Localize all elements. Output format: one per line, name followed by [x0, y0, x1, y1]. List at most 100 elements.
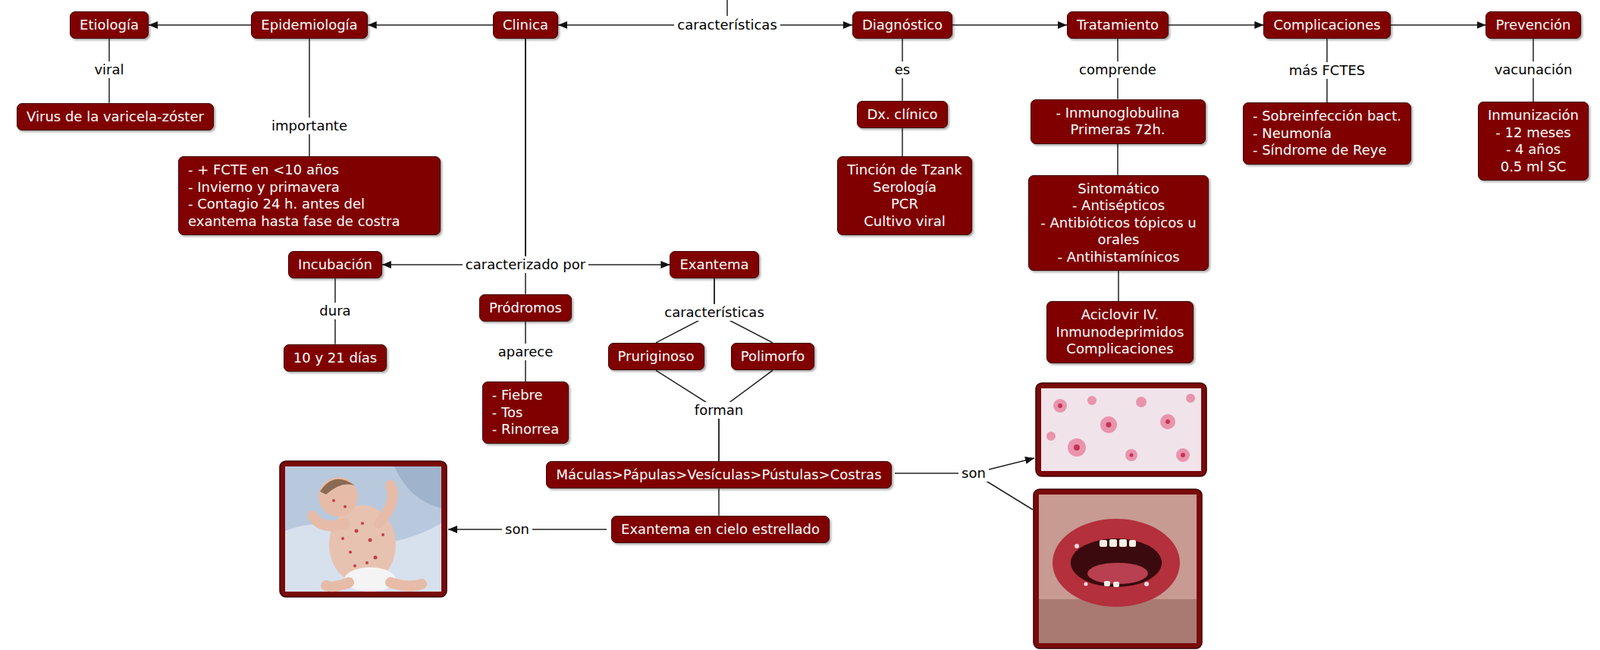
connector — [308, 38, 311, 157]
concept-box: Tinción de TzankSerologíaPCRCultivo vira… — [837, 156, 972, 236]
concept-text: Virus de la varicela-zóster — [26, 108, 204, 126]
concept-text: Pruriginoso — [618, 348, 695, 366]
concept-text: - Fiebre — [492, 386, 559, 405]
concept-text: Incubación — [298, 256, 373, 274]
photo-leg — [390, 582, 422, 587]
connector — [1116, 144, 1119, 176]
concept-box: Dx. clínico — [856, 100, 948, 129]
concept-text: Epidemiología — [260, 16, 358, 35]
concept-text: Exantema en cielo estrellado — [621, 520, 820, 539]
connector — [1117, 270, 1120, 302]
connector — [901, 128, 904, 157]
photo-frame — [1033, 489, 1202, 649]
concept-text: - 12 meses — [1487, 124, 1579, 142]
link-phrase: aparece — [495, 343, 557, 361]
concept-text: Dx. clínico — [866, 106, 938, 124]
photo-ground — [1038, 494, 1197, 644]
concept-text: Tratamiento — [1076, 16, 1159, 35]
concept-text: - Síndrome de Reye — [1252, 141, 1402, 160]
concept-text: Complicaciones — [1273, 16, 1381, 35]
concept-box: Exantema en cielo estrellado — [611, 515, 830, 544]
concept-box: Polimorfo — [730, 342, 816, 371]
photo-baby — [279, 461, 447, 597]
link-phrase: viral — [90, 61, 127, 79]
concept-box: Tratamiento — [1066, 11, 1169, 40]
concept-box: Exantema — [669, 250, 759, 280]
connector — [525, 38, 670, 265]
concept-box: Diagnóstico — [852, 11, 953, 40]
concept-text: Inmunización — [1487, 106, 1579, 125]
concept-box: - Inmunoglobulina Primeras 72h. — [1030, 99, 1206, 145]
concept-text: Tinción de Tzank — [847, 161, 962, 179]
link-phrase: dura — [316, 302, 354, 320]
photo-skin — [1035, 382, 1207, 477]
concept-box: Aciclovir IV.InmunodeprimidosComplicacio… — [1046, 301, 1195, 364]
photo-spots — [332, 498, 385, 568]
concept-text: Prevención — [1495, 16, 1571, 35]
concept-box: Sintomático- Antisépticos- Antibióticos … — [1028, 175, 1209, 272]
link-phrase: vacunación — [1491, 61, 1576, 79]
concept-text: Serología — [847, 178, 962, 197]
link-phrase: características — [674, 16, 781, 34]
concept-box: Pródromos — [479, 294, 572, 323]
concept-text: Pródromos — [489, 299, 562, 317]
concept-box: - Sobreinfección bact.- Neumonía- Síndro… — [1242, 102, 1412, 165]
concept-text: - Rinorrea — [492, 420, 559, 439]
concept-text: Etiología — [79, 16, 139, 35]
photo-frame — [279, 461, 447, 597]
concept-text: - Neumonía — [1252, 125, 1402, 143]
concept-text: - + FCTE en <10 años — [188, 161, 431, 179]
concept-box: 10 y 21 días — [283, 344, 387, 373]
concept-text: Clinica — [502, 16, 549, 35]
photo-frame — [1035, 382, 1207, 477]
photo-arm — [312, 515, 346, 526]
photo-mouth — [1033, 489, 1202, 649]
photo-ground — [285, 466, 442, 592]
concept-text: 0.5 ml SC — [1487, 158, 1579, 176]
connector — [1390, 24, 1487, 26]
link-phrase: son — [958, 464, 989, 482]
photo-lips — [1052, 518, 1180, 607]
photo-hair — [320, 479, 355, 495]
connector — [718, 488, 720, 516]
concept-text: Exantema — [679, 256, 749, 274]
concept-box: Clinica — [492, 11, 559, 40]
concept-text: - Contagio 24 h. antes del exantema hast… — [188, 195, 431, 230]
link-phrase: comprende — [1076, 61, 1160, 79]
concept-text: 10 y 21 días — [293, 349, 377, 368]
concept-text: - Sobreinfección bact. — [1252, 107, 1402, 126]
concept-text: - Inmunoglobulina Primeras 72h. — [1040, 104, 1196, 139]
concept-text: - 4 años — [1487, 141, 1579, 159]
link-phrase: forman — [691, 401, 747, 419]
connector — [1168, 24, 1264, 26]
concept-box: Complicaciones — [1263, 11, 1390, 40]
concept-box: Pruriginoso — [608, 342, 705, 371]
concept-text: - Tos — [492, 404, 559, 422]
concept-box: Incubación — [288, 250, 383, 280]
concept-box: - Fiebre- Tos- Rinorrea — [482, 381, 569, 444]
photo-lesion-centres — [1057, 403, 1186, 458]
concept-box: Inmunización- 12 meses- 4 años0.5 ml SC — [1477, 101, 1589, 181]
concept-text: PCR — [847, 195, 962, 214]
photo-mouth-inside — [1070, 538, 1162, 587]
photo-teeth — [1099, 539, 1136, 587]
link-phrase: importante — [268, 117, 351, 135]
photo-tongue — [1087, 562, 1149, 584]
concept-text: Inmunodeprimidos — [1056, 323, 1185, 342]
concept-box: Epidemiología — [250, 11, 368, 40]
concept-text: Cultivo viral — [847, 213, 962, 231]
photo-ground — [1041, 388, 1202, 471]
link-phrase: es — [891, 61, 913, 79]
concept-text: - Antibióticos tópicos u orales — [1038, 214, 1199, 249]
concept-text: - Antisépticos — [1038, 197, 1199, 215]
link-phrase: caracterizado por — [462, 256, 589, 273]
concept-text: - Invierno y primavera — [188, 178, 431, 197]
photo-head — [318, 476, 358, 517]
concept-text: Sintomático — [1038, 180, 1199, 198]
concept-text: Aciclovir IV. — [1056, 306, 1185, 324]
link-phrase: características — [661, 304, 768, 321]
connector — [952, 24, 1067, 26]
photo-sheet — [394, 466, 442, 509]
